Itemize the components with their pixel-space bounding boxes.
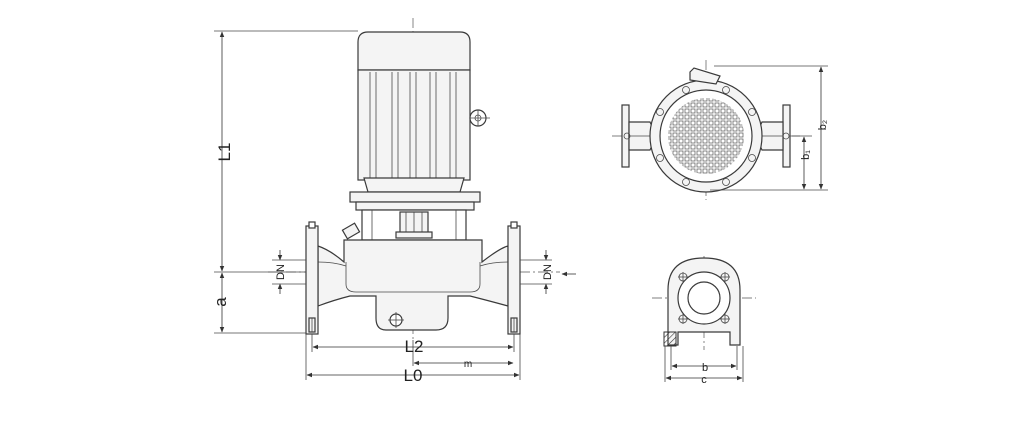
- dim-L2-label: L2: [405, 337, 424, 356]
- base-foot-section: [663, 331, 677, 347]
- motor-flange: [349, 191, 481, 203]
- base-view: b c: [652, 256, 756, 386]
- motor-flange-lower: [355, 201, 475, 211]
- base-bore: [687, 281, 721, 315]
- top-view-terminal-box: [689, 67, 721, 85]
- dim-c-label: c: [701, 374, 707, 386]
- motor-body: [357, 69, 471, 181]
- front-view: L1 a DN DN L2 m L0: [211, 18, 576, 385]
- motor-base: [363, 177, 465, 193]
- dim-DN-outlet-label: DN: [542, 264, 554, 280]
- dim-b2-label: b₂: [817, 120, 829, 130]
- dim-m-label: m: [464, 359, 472, 370]
- outlet-flange-bolt-top: [510, 221, 518, 229]
- motor-fan-cover: [357, 31, 471, 71]
- dim-L1-label: L1: [215, 143, 234, 162]
- dim-b-label: b: [702, 362, 708, 374]
- top-view-inlet-flange: [621, 104, 630, 168]
- coupling-base: [395, 231, 433, 239]
- top-view: b₂ b₁: [612, 60, 829, 200]
- fan-grille: [668, 98, 744, 174]
- dim-a-label: a: [211, 297, 230, 307]
- dim-L0-label: L0: [404, 366, 423, 385]
- dim-DN-inlet-label: DN: [275, 264, 287, 280]
- dim-b1-label: b₁: [800, 150, 812, 160]
- motor-fins: [369, 72, 457, 178]
- inlet-flange-bolt-top: [308, 221, 316, 229]
- vent-valve-icon: [341, 222, 361, 240]
- pump-casing: [317, 239, 509, 331]
